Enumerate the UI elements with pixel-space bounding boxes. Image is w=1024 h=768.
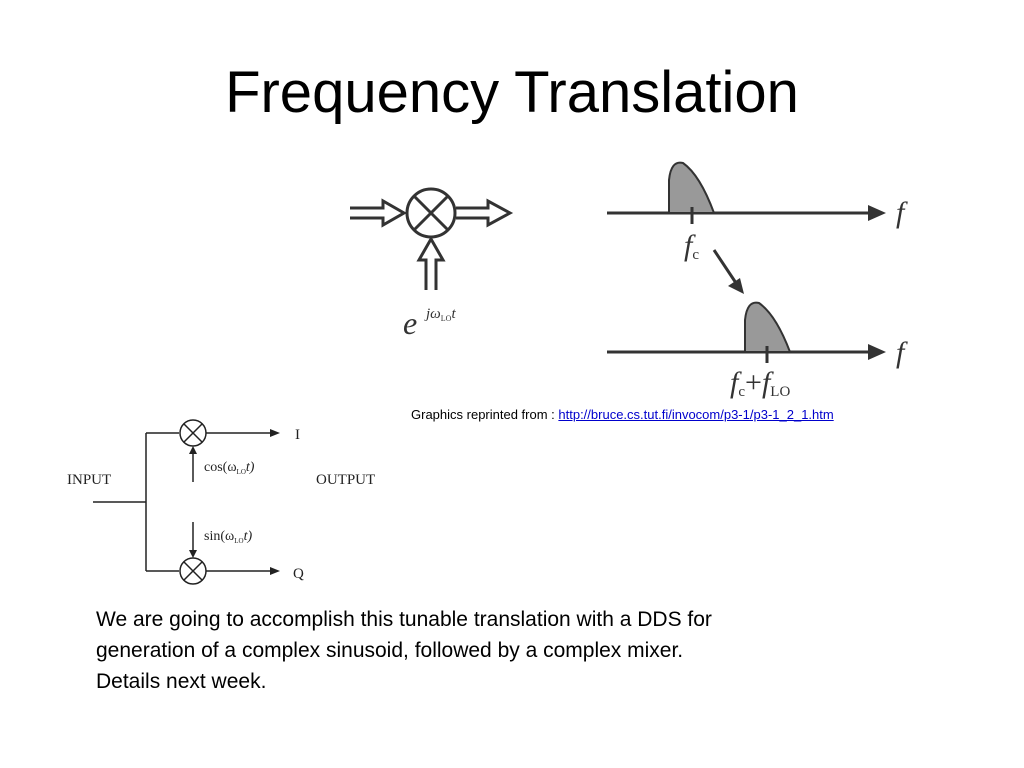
body-line-3: Details next week.: [96, 670, 267, 693]
mixer-output-arrow: [456, 198, 514, 228]
slide-title: Frequency Translation: [225, 60, 799, 125]
mixer-lo-arrow: [416, 235, 446, 290]
lo-exponent-t: t: [451, 306, 456, 322]
sum-sub1: c: [738, 384, 745, 400]
mixer-cross-b: [412, 194, 450, 232]
translation-arrow-head: [728, 278, 744, 294]
i-output-arrowhead: [270, 429, 280, 437]
q-output-arrowhead: [270, 567, 280, 575]
mixer-input-arrow: [350, 198, 408, 228]
cos-suffix: t): [246, 460, 255, 475]
mixer-diagram: [350, 187, 514, 290]
body-line-2: generation of a complex sinusoid, follow…: [96, 639, 684, 662]
input-label: INPUT: [67, 472, 111, 488]
cos-prefix: cos(ω: [204, 460, 237, 475]
spectrum-lower-band: [744, 301, 792, 353]
sum-sub2: LO: [770, 384, 790, 400]
sin-lo-arrowhead: [189, 550, 197, 558]
lo-exponent-subscript: LO: [441, 314, 452, 323]
sum-frequency-label: fc+fLO: [730, 366, 790, 400]
q-label: Q: [293, 566, 304, 582]
spectrum-lower-arrowhead: [868, 344, 886, 360]
quadrature-diagram: [93, 419, 272, 585]
credit-link[interactable]: http://bruce.cs.tut.fi/invocom/p3-1/p3-1…: [558, 407, 834, 422]
lo-exponential-base: e: [403, 305, 417, 341]
i-mixer-cross-b: [183, 423, 203, 443]
fc-label: fc: [684, 229, 699, 263]
sin-sub: LO: [234, 537, 243, 545]
spectrum-upper: [607, 161, 886, 224]
fc-label-sub: c: [692, 247, 699, 263]
output-label: OUTPUT: [316, 472, 375, 488]
spectrum-upper-arrowhead: [868, 205, 886, 221]
spectrum-upper-band: [668, 161, 716, 214]
sin-lo-label: sin(ωLOt): [204, 529, 252, 545]
cos-lo-label: cos(ωLOt): [204, 460, 255, 476]
lo-exponential-exponent: jωLOt: [424, 306, 456, 323]
i-label: I: [295, 427, 300, 443]
spectrum-upper-axis-label: f: [896, 196, 908, 229]
body-paragraph: We are going to accomplish this tunable …: [96, 604, 896, 697]
credit-prefix: Graphics reprinted from :: [411, 407, 559, 422]
cos-lo-arrowhead: [189, 446, 197, 454]
spectrum-lower: [607, 301, 886, 363]
cos-sub: LO: [237, 468, 246, 476]
sin-suffix: t): [244, 529, 253, 544]
spectrum-lower-axis-label: f: [896, 336, 908, 369]
sin-prefix: sin(ω: [204, 529, 234, 544]
sum-plus: +: [745, 366, 762, 399]
q-mixer-cross-b: [183, 561, 203, 581]
translation-arrow-line: [712, 249, 738, 284]
graphics-credit: Graphics reprinted from : http://bruce.c…: [411, 407, 834, 422]
body-line-1: We are going to accomplish this tunable …: [96, 608, 712, 631]
lo-exponent-text: jω: [424, 306, 441, 322]
